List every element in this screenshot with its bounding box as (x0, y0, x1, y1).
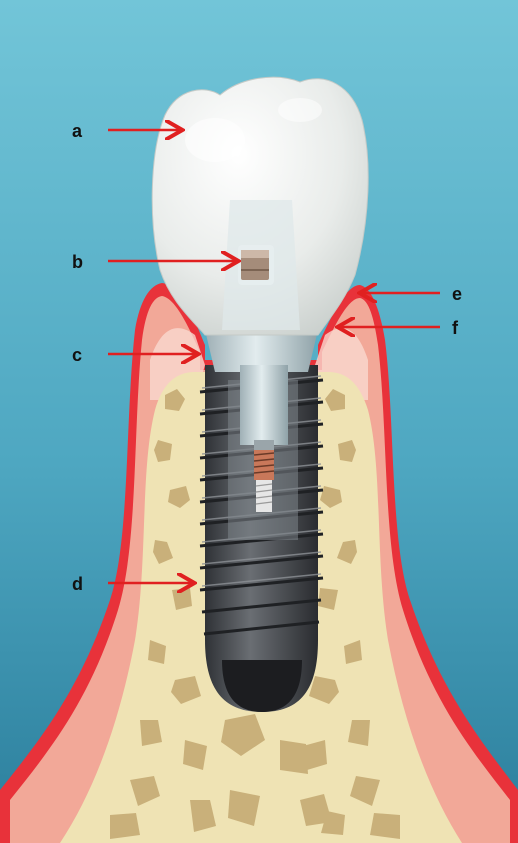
crown (152, 77, 368, 335)
label-c: c (72, 345, 82, 365)
label-f: f (452, 318, 459, 338)
label-a: a (72, 121, 83, 141)
label-d: d (72, 574, 83, 594)
label-b: b (72, 252, 83, 272)
label-e: e (452, 284, 462, 304)
abutment-screw (254, 450, 274, 512)
